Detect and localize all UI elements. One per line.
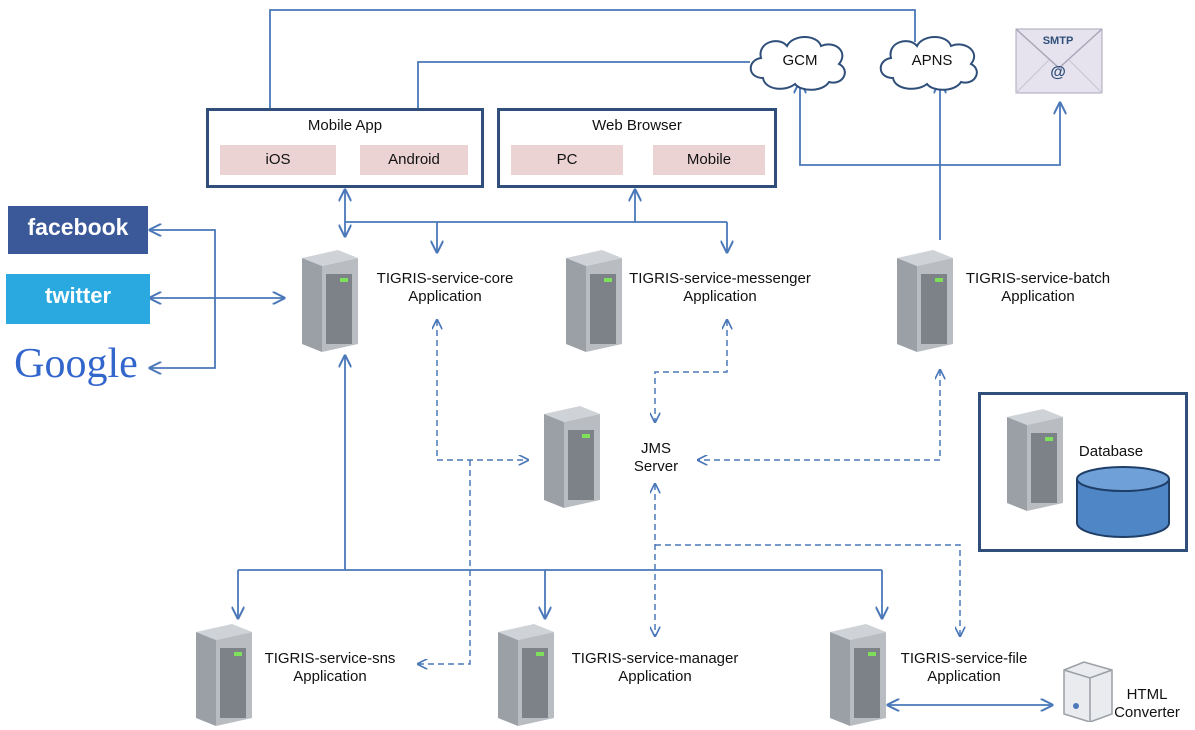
social-bracket-line bbox=[150, 230, 216, 368]
core-label: TIGRIS-service-core Application bbox=[360, 270, 530, 306]
messenger-sub: Application bbox=[683, 288, 757, 305]
server-core-icon bbox=[302, 250, 358, 352]
server-messenger-icon bbox=[566, 250, 622, 352]
google-logo: Google bbox=[14, 341, 138, 387]
messenger-name: TIGRIS-service-messenger bbox=[629, 270, 811, 287]
facebook-logo: facebook bbox=[8, 206, 148, 254]
batch-label: TIGRIS-service-batch Application bbox=[948, 270, 1128, 306]
messenger-label: TIGRIS-service-messenger Application bbox=[620, 270, 820, 306]
smtp-at-symbol: @ bbox=[1050, 64, 1066, 81]
smtp-label: SMTP bbox=[1042, 35, 1074, 47]
html-converter-line2: Converter bbox=[1114, 704, 1180, 721]
jms-name: JMS bbox=[641, 440, 671, 457]
server-batch-icon bbox=[897, 250, 953, 352]
android-pill: Android bbox=[360, 145, 468, 175]
facebook-logo-text: facebook bbox=[27, 214, 129, 240]
sns-name: TIGRIS-service-sns bbox=[264, 650, 396, 667]
jms-file-dashed bbox=[655, 544, 960, 636]
manager-sub: Application bbox=[618, 668, 692, 685]
jms-sub: Server bbox=[633, 458, 679, 475]
database-cylinder-icon bbox=[1076, 466, 1170, 538]
batch-jms-dashed bbox=[698, 370, 940, 460]
core-name: TIGRIS-service-core bbox=[376, 270, 514, 287]
web-browser-title: Web Browser bbox=[592, 117, 682, 134]
batch-to-gcm-line bbox=[800, 82, 940, 166]
database-box: Database bbox=[978, 392, 1188, 552]
file-label: TIGRIS-service-file Application bbox=[884, 650, 1044, 686]
smtp-envelope-icon bbox=[1015, 28, 1103, 94]
manager-name: TIGRIS-service-manager bbox=[571, 650, 739, 667]
apns-to-ios-line bbox=[270, 9, 916, 140]
server-sns-icon bbox=[196, 624, 252, 726]
file-name: TIGRIS-service-file bbox=[900, 650, 1028, 667]
sns-label: TIGRIS-service-sns Application bbox=[250, 650, 410, 686]
apns-cloud-icon bbox=[879, 36, 978, 91]
gcm-cloud-icon bbox=[749, 36, 846, 91]
gcm-label: GCM bbox=[782, 52, 818, 69]
jms-label: JMS Server bbox=[626, 440, 686, 476]
twitter-logo-text: twitter bbox=[45, 283, 111, 308]
manager-label: TIGRIS-service-manager Application bbox=[560, 650, 750, 686]
file-sub: Application bbox=[927, 668, 1001, 685]
batch-to-smtp-line bbox=[940, 103, 1060, 166]
server-file-icon bbox=[830, 624, 886, 726]
twitter-logo: twitter bbox=[6, 274, 150, 324]
server-jms-icon bbox=[544, 406, 600, 508]
html-converter-line1: HTML bbox=[1126, 686, 1168, 703]
database-label: Database bbox=[1078, 443, 1144, 460]
core-sub: Application bbox=[408, 288, 482, 305]
html-converter-label: HTML Converter bbox=[1102, 686, 1192, 722]
jms-sns-dashed bbox=[418, 460, 471, 664]
pc-pill: PC bbox=[511, 145, 623, 175]
mobile-app-box: Mobile App iOS Android bbox=[206, 108, 484, 188]
database-server-icon bbox=[1007, 409, 1063, 511]
sns-sub: Application bbox=[293, 668, 367, 685]
web-browser-box: Web Browser PC Mobile bbox=[497, 108, 777, 188]
ios-pill: iOS bbox=[220, 145, 336, 175]
core-jms-dashed bbox=[437, 320, 528, 460]
html-converter-icon bbox=[1063, 661, 1113, 722]
batch-name: TIGRIS-service-batch bbox=[965, 270, 1111, 287]
apns-label: APNS bbox=[911, 52, 953, 69]
server-manager-icon bbox=[498, 624, 554, 726]
mobile-pill: Mobile bbox=[653, 145, 765, 175]
messenger-jms-dashed bbox=[655, 320, 727, 422]
batch-sub: Application bbox=[1001, 288, 1075, 305]
mobile-app-title: Mobile App bbox=[307, 117, 383, 134]
